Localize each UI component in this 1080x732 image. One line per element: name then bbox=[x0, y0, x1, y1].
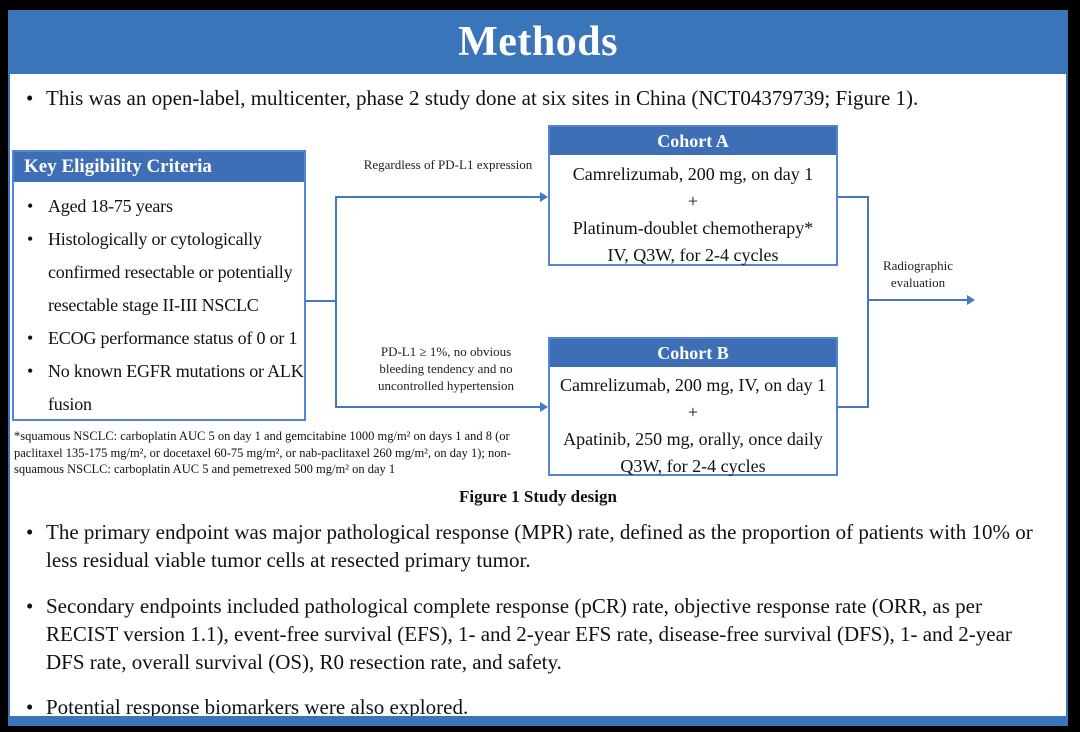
cohort-b-line: Apatinib, 250 mg, orally, once daily bbox=[563, 429, 823, 449]
radiographic-evaluation-label: Radiographic evaluation bbox=[882, 258, 954, 290]
connector-arrow-cohort-a bbox=[335, 196, 541, 198]
bullet-glyph: • bbox=[26, 695, 34, 719]
branch-top-label: Regardless of PD-L1 expression bbox=[363, 157, 533, 172]
title-banner: Methods bbox=[8, 10, 1068, 74]
connector-cohort-b-stub bbox=[838, 406, 869, 408]
cohort-b-line: Camrelizumab, 200 mg, IV, on day 1 bbox=[559, 375, 827, 395]
cohort-a-line: IV, Q3W, for 2-4 cycles bbox=[607, 245, 779, 265]
bullet-glyph: • bbox=[26, 594, 34, 618]
eligibility-list: Aged 18-75 years Histologically or cytol… bbox=[14, 182, 304, 421]
arrowhead-surgery bbox=[967, 295, 975, 305]
cohort-a-header: Cohort A bbox=[550, 127, 836, 155]
secondary-endpoint-text: Secondary endpoints included pathologica… bbox=[46, 594, 1012, 674]
cohort-b-box: Cohort B Camrelizumab, 200 mg, IV, on da… bbox=[548, 337, 838, 476]
figure-caption: Figure 1 Study design bbox=[459, 487, 617, 506]
cohort-a-body: Camrelizumab, 200 mg, on day 1 + Platinu… bbox=[550, 155, 836, 269]
connector-right-vertical bbox=[867, 196, 869, 408]
eligibility-item: ECOG performance status of 0 or 1 bbox=[14, 322, 304, 355]
bottom-accent-bar bbox=[8, 716, 1068, 726]
arrowhead-cohort-a bbox=[540, 192, 548, 202]
cohort-b-header: Cohort B bbox=[550, 339, 836, 367]
biomarker-bullet: • Potential response biomarkers were als… bbox=[18, 693, 1054, 721]
eligibility-item: Aged 18-75 years bbox=[14, 190, 304, 223]
eligibility-box: Key Eligibility Criteria Aged 18-75 year… bbox=[12, 150, 306, 421]
cohort-a-line: Camrelizumab, 200 mg, on day 1 bbox=[572, 164, 814, 184]
eligibility-item: No known EGFR mutations or ALK fusion bbox=[14, 355, 304, 421]
eligibility-item: Histologically or cytologically confirme… bbox=[14, 223, 304, 322]
cohort-b-body: Camrelizumab, 200 mg, IV, on day 1 + Apa… bbox=[550, 367, 836, 480]
intro-bullet: • This was an open-label, multicenter, p… bbox=[18, 84, 1054, 112]
cohort-a-line: Platinum-doublet chemotherapy* bbox=[572, 218, 814, 238]
connector-arrow-surgery bbox=[867, 299, 968, 301]
connector-elig-stub bbox=[306, 300, 337, 302]
primary-endpoint-bullet: • The primary endpoint was major patholo… bbox=[18, 518, 1054, 574]
connector-cohort-a-stub bbox=[838, 196, 869, 198]
intro-text: This was an open-label, multicenter, pha… bbox=[46, 86, 919, 110]
bullet-glyph: • bbox=[26, 520, 34, 544]
branch-bottom-label: PD-L1 ≥ 1%, no obvious bleeding tendency… bbox=[377, 344, 515, 393]
chemotherapy-footnote: *squamous NSCLC: carboplatin AUC 5 on da… bbox=[14, 429, 511, 476]
arrowhead-cohort-b bbox=[540, 402, 548, 412]
page-title: Methods bbox=[458, 19, 618, 65]
cohort-a-line: + bbox=[687, 191, 699, 211]
bullet-glyph: • bbox=[26, 86, 34, 110]
connector-arrow-cohort-b bbox=[335, 406, 541, 408]
connector-left-vertical bbox=[335, 196, 337, 407]
primary-endpoint-text: The primary endpoint was major pathologi… bbox=[46, 520, 1033, 572]
cohort-a-box: Cohort A Camrelizumab, 200 mg, on day 1 … bbox=[548, 125, 838, 266]
secondary-endpoint-bullet: • Secondary endpoints included pathologi… bbox=[18, 592, 1054, 676]
cohort-b-line: + bbox=[687, 402, 699, 422]
eligibility-header: Key Eligibility Criteria bbox=[14, 152, 304, 182]
biomarker-text: Potential response biomarkers were also … bbox=[46, 695, 469, 719]
cohort-b-line: Q3W, for 2-4 cycles bbox=[620, 456, 766, 476]
slide: Methods • This was an open-label, multic… bbox=[8, 10, 1068, 726]
